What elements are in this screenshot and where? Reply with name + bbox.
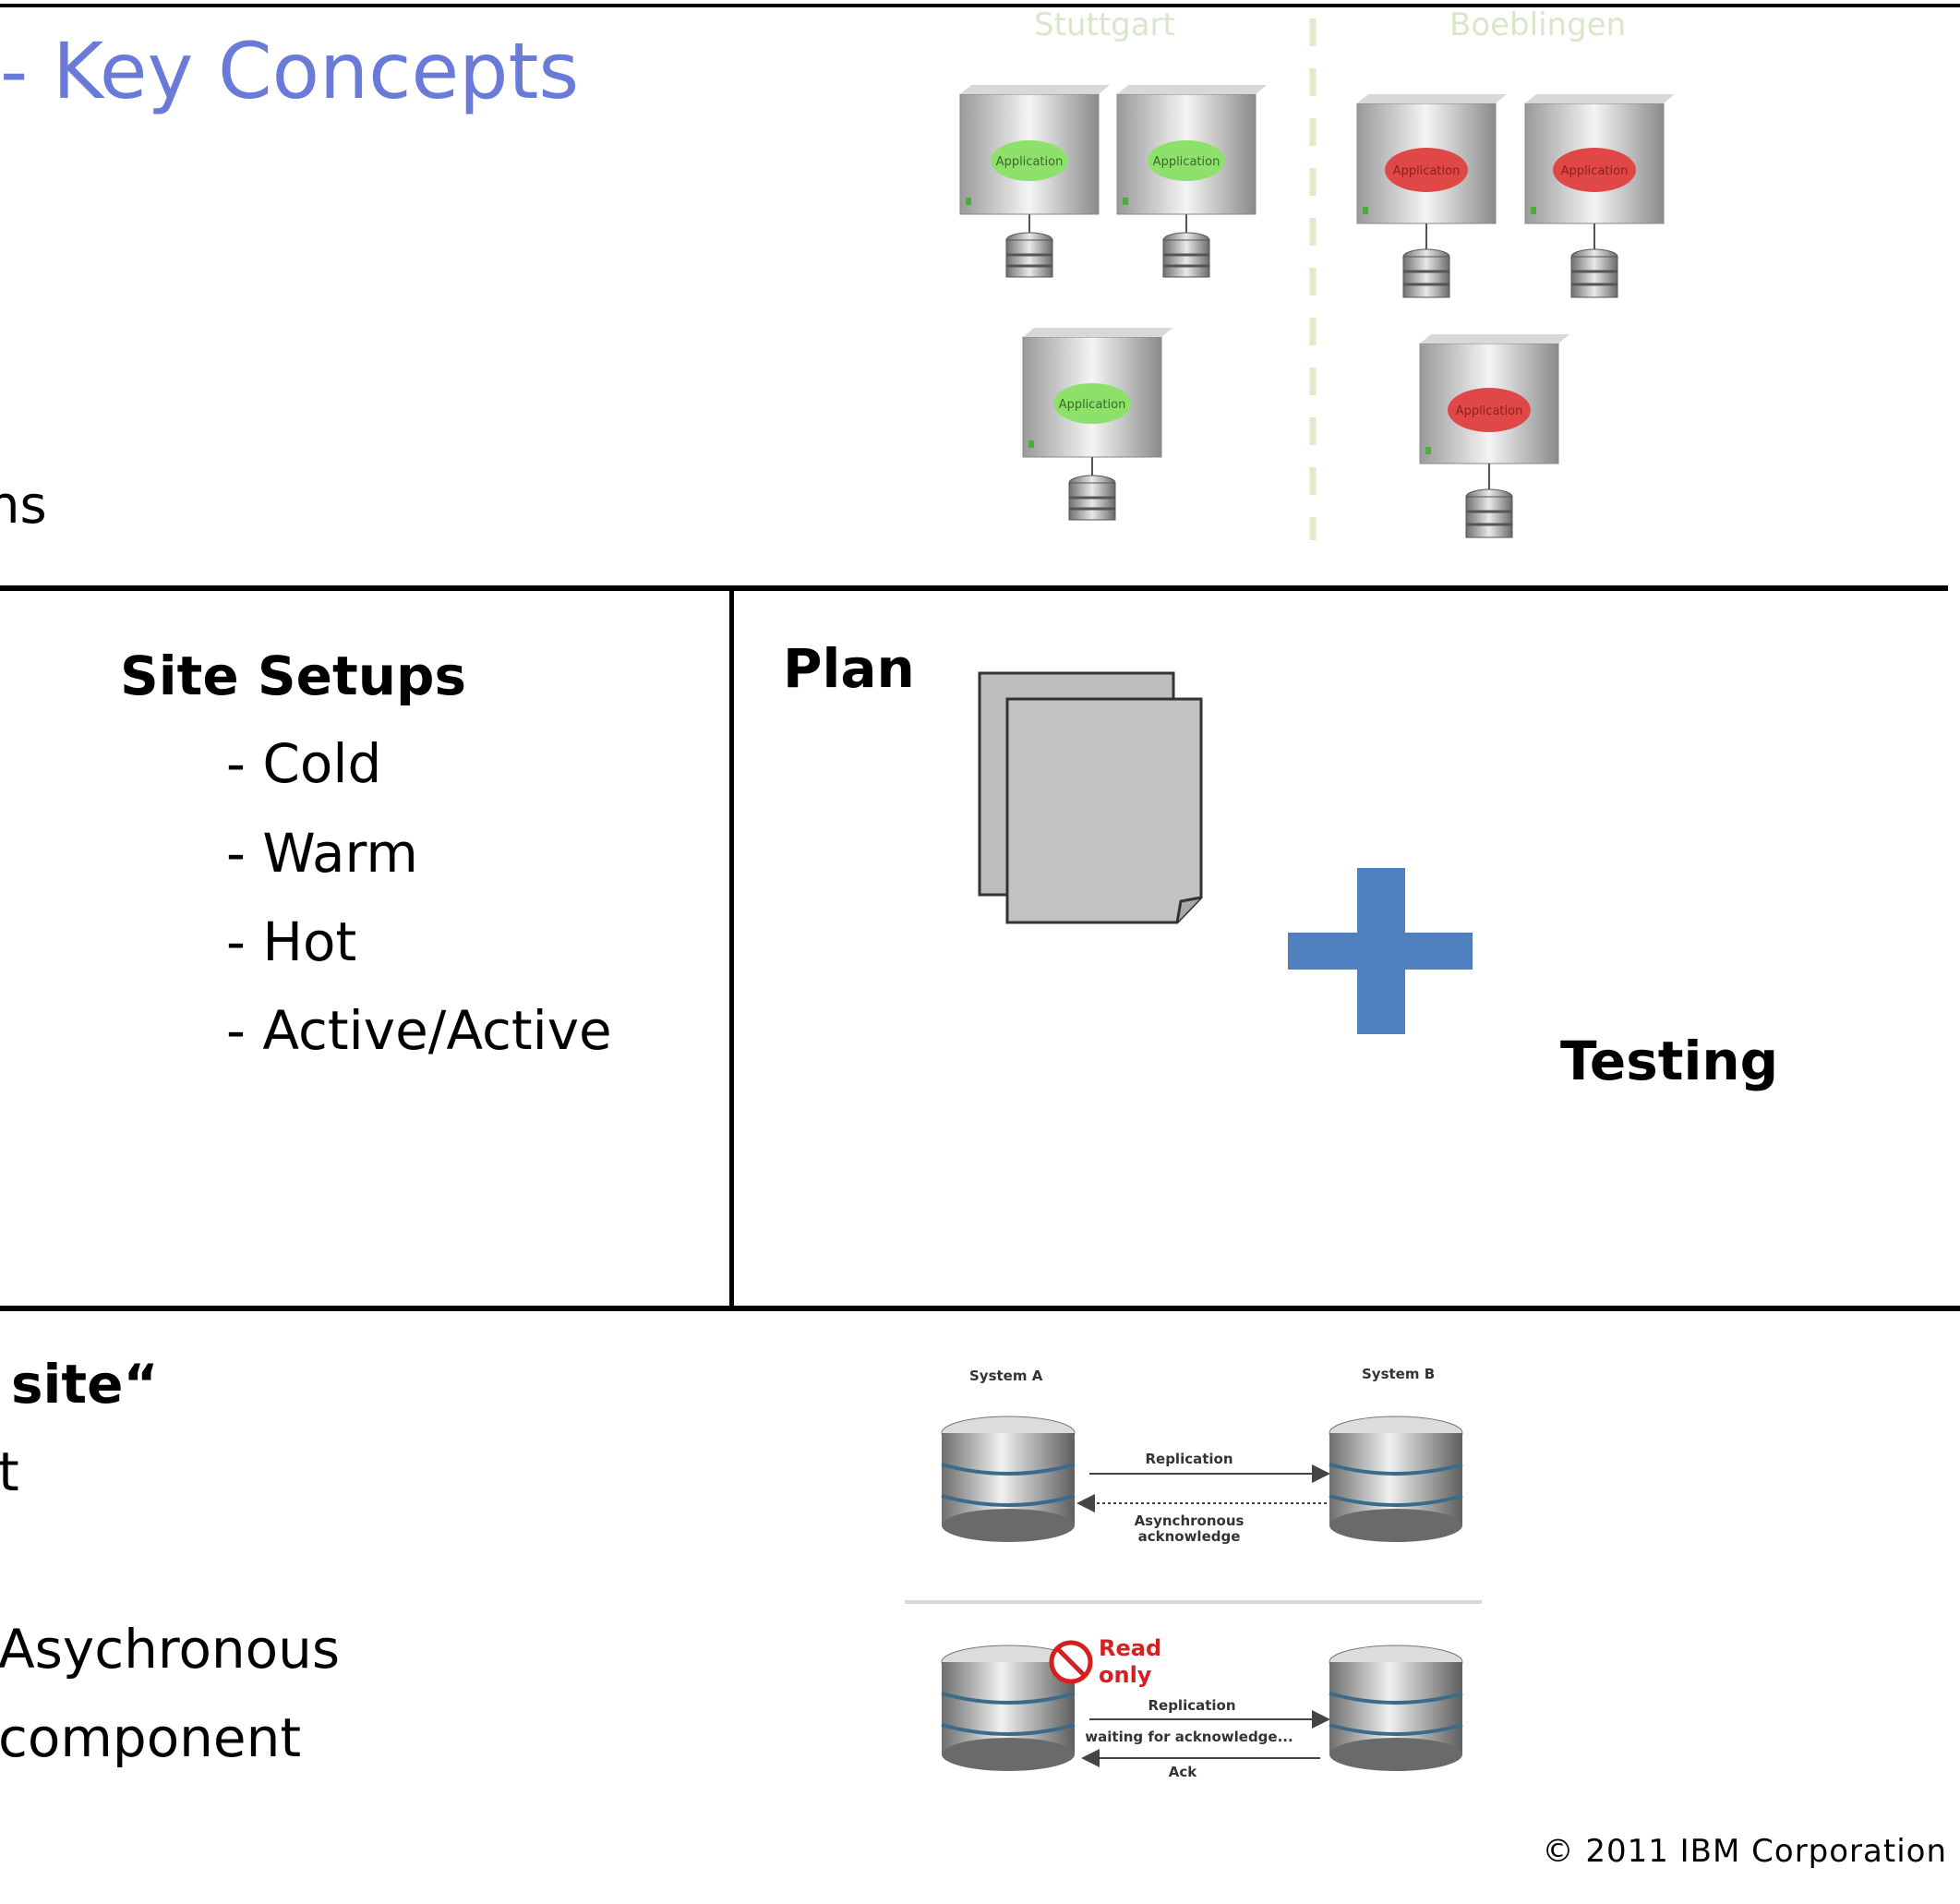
cut-off-text-site: site“: [11, 1353, 159, 1416]
replication-label-2: Replication: [1148, 1697, 1235, 1714]
read-only-label-2: only: [1099, 1662, 1152, 1688]
panel-vertical-divider: [729, 591, 734, 1307]
slide-title: - Key Concepts: [0, 26, 580, 116]
cut-off-text-component: component: [0, 1706, 302, 1769]
app-label: Application: [1059, 398, 1126, 412]
async-ack-label-2: acknowledge: [1138, 1528, 1241, 1545]
database-icon: [941, 1416, 1076, 1542]
server-left-2: Application: [1116, 85, 1267, 278]
site-setup-item-active-active: - Active/Active: [226, 999, 612, 1062]
server-right-2: Application: [1524, 94, 1675, 298]
app-label: Application: [1153, 155, 1220, 169]
plan-label: Plan: [783, 637, 915, 700]
app-label: Application: [1393, 164, 1461, 178]
database-icon: [1329, 1416, 1463, 1542]
database-icon: [1329, 1645, 1463, 1771]
site-topology-diagram: Stuttgart Boeblingen Application Applica…: [959, 6, 1675, 540]
read-only-label-1: Read: [1099, 1635, 1161, 1661]
site-setup-item-hot: - Hot: [226, 910, 357, 973]
ack-label: Ack: [1169, 1764, 1198, 1780]
section-divider-1: [0, 585, 1948, 591]
system-a-label: System A: [969, 1368, 1043, 1384]
document-stack-icon: [978, 671, 1203, 924]
app-label: Application: [1561, 164, 1629, 178]
system-b-label: System B: [1362, 1366, 1435, 1382]
site-setup-item-warm: - Warm: [226, 822, 418, 885]
plus-icon: [1288, 868, 1473, 1034]
cut-off-text-asychronous: Asychronous: [0, 1618, 341, 1681]
server-left-1: Application: [959, 85, 1110, 278]
database-icon: [941, 1645, 1076, 1771]
replication-label: Replication: [1145, 1451, 1233, 1467]
server-right-1: Application: [1356, 94, 1507, 298]
testing-label: Testing: [1560, 1030, 1779, 1092]
app-label: Application: [1456, 404, 1523, 418]
copyright-footer: © 2011 IBM Corporation: [1542, 1833, 1947, 1870]
section-divider-2: [0, 1306, 1960, 1311]
site-setups-heading: Site Setups: [120, 645, 467, 707]
cut-off-text-top: ns: [0, 476, 47, 536]
async-ack-label-1: Asynchronous: [1135, 1512, 1245, 1529]
site-label-left: Stuttgart: [1034, 6, 1175, 43]
server-right-3: Application: [1419, 334, 1569, 538]
site-setup-item-cold: - Cold: [226, 732, 382, 795]
waiting-label: waiting for acknowledge...: [1085, 1729, 1293, 1745]
cut-off-text-t: t: [0, 1440, 19, 1503]
top-border-line: [0, 4, 1960, 7]
server-left-3: Application: [1022, 328, 1172, 521]
no-entry-icon: [1049, 1640, 1093, 1684]
app-label: Application: [996, 155, 1064, 169]
replication-diagram: System A System B Replication Asynchrono…: [905, 1366, 1482, 1780]
site-label-right: Boeblingen: [1449, 6, 1626, 43]
